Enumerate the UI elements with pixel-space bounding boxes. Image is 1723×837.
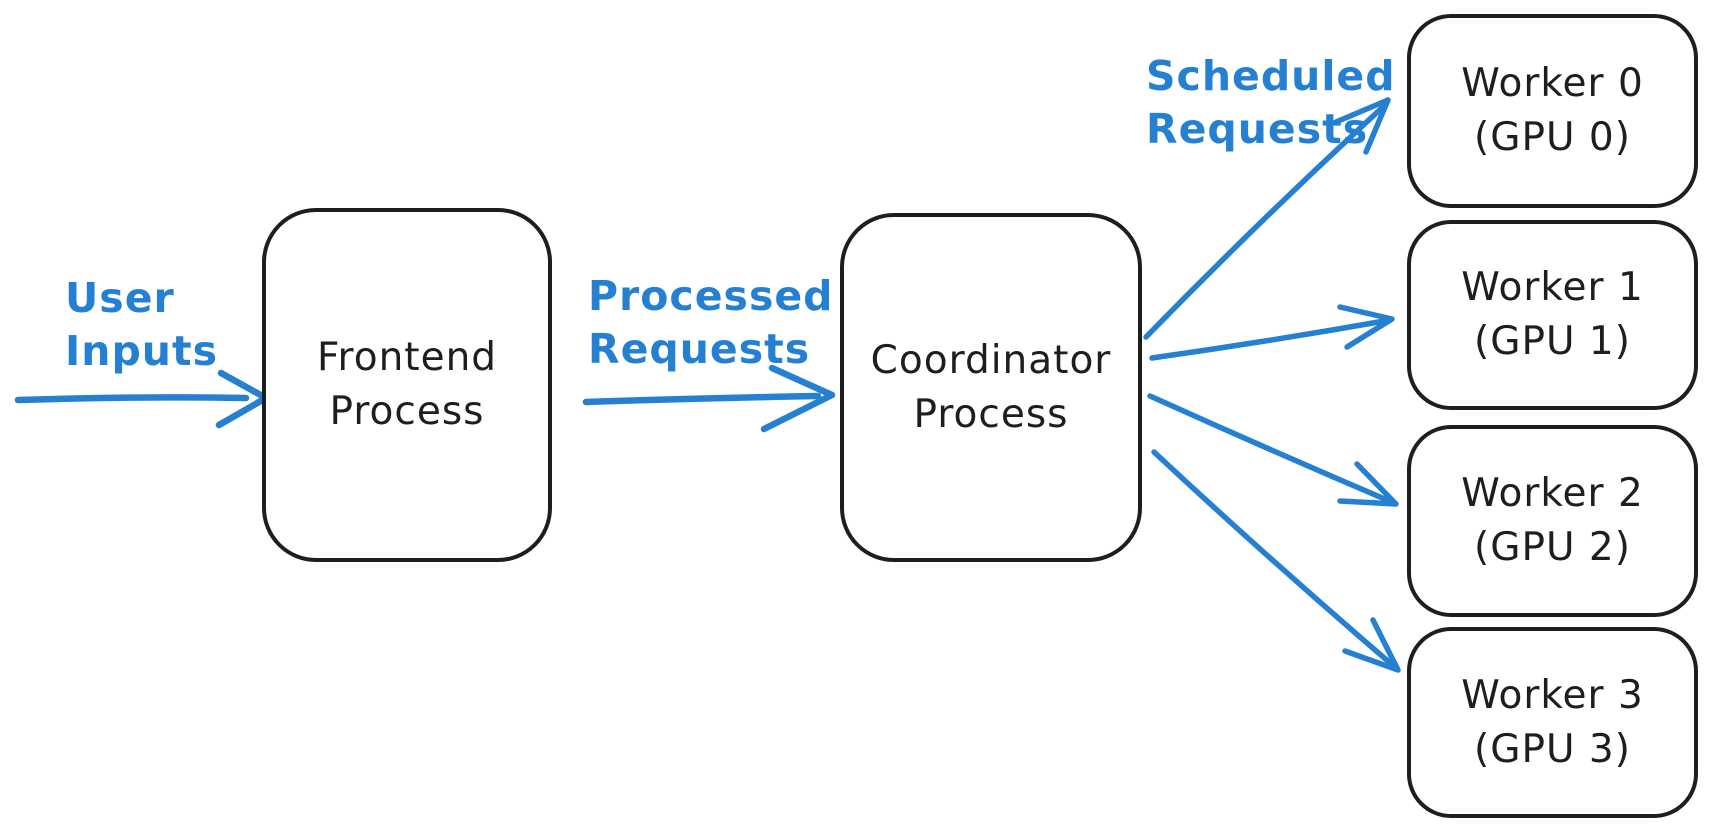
processed-requests-line2: Requests — [588, 325, 811, 374]
edge-label-scheduled-requests: Scheduled Requests — [1146, 50, 1396, 157]
node-frontend-process: Frontend Process — [262, 208, 552, 562]
coordinator-process-label-line1: Coordinator — [870, 337, 1112, 383]
edge-scheduled-worker3-arrow — [1151, 449, 1401, 673]
worker-0-label: Worker 0 (GPU 0) — [1461, 57, 1644, 165]
worker-3-label: Worker 3 (GPU 3) — [1461, 669, 1644, 777]
edge-user-inputs-arrow — [14, 369, 270, 429]
worker-2-label-line2: (GPU 2) — [1474, 525, 1631, 570]
user-inputs-line1: User — [65, 274, 175, 322]
coordinator-process-label-line2: Process — [913, 391, 1069, 437]
frontend-process-label-line1: Frontend — [316, 335, 498, 381]
user-inputs-line2: Inputs — [65, 327, 218, 376]
node-worker-3: Worker 3 (GPU 3) — [1407, 627, 1698, 818]
node-worker-1: Worker 1 (GPU 1) — [1407, 220, 1698, 410]
worker-2-label: Worker 2 (GPU 2) — [1461, 467, 1644, 575]
worker-0-label-line2: (GPU 0) — [1474, 115, 1631, 160]
worker-1-label-line1: Worker 1 — [1461, 265, 1644, 311]
worker-3-label-line2: (GPU 3) — [1474, 726, 1631, 772]
node-worker-0: Worker 0 (GPU 0) — [1407, 14, 1698, 208]
worker-1-label: Worker 1 (GPU 1) — [1461, 261, 1644, 369]
frontend-process-label: Frontend Process — [317, 331, 497, 439]
processed-requests-line1: Processed — [588, 272, 834, 320]
scheduled-requests-line1: Scheduled — [1146, 52, 1396, 100]
worker-1-label-line2: (GPU 1) — [1474, 319, 1631, 364]
edge-label-user-inputs: User Inputs — [65, 272, 218, 379]
scheduled-requests-line2: Requests — [1146, 105, 1369, 154]
worker-3-label-line1: Worker 3 — [1461, 672, 1644, 718]
coordinator-process-label: Coordinator Process — [871, 334, 1112, 442]
frontend-process-label-line2: Process — [329, 389, 485, 434]
worker-0-label-line1: Worker 0 — [1461, 61, 1644, 107]
edge-scheduled-worker1-arrow — [1149, 304, 1395, 361]
edge-scheduled-worker0-arrow — [1143, 97, 1391, 340]
edge-scheduled-worker2-arrow — [1147, 393, 1399, 507]
edge-processed-requests-arrow — [582, 364, 836, 433]
edge-label-processed-requests: Processed Requests — [588, 270, 834, 377]
worker-2-label-line1: Worker 2 — [1461, 471, 1644, 517]
node-worker-2: Worker 2 (GPU 2) — [1407, 425, 1698, 617]
node-coordinator-process: Coordinator Process — [840, 213, 1142, 562]
